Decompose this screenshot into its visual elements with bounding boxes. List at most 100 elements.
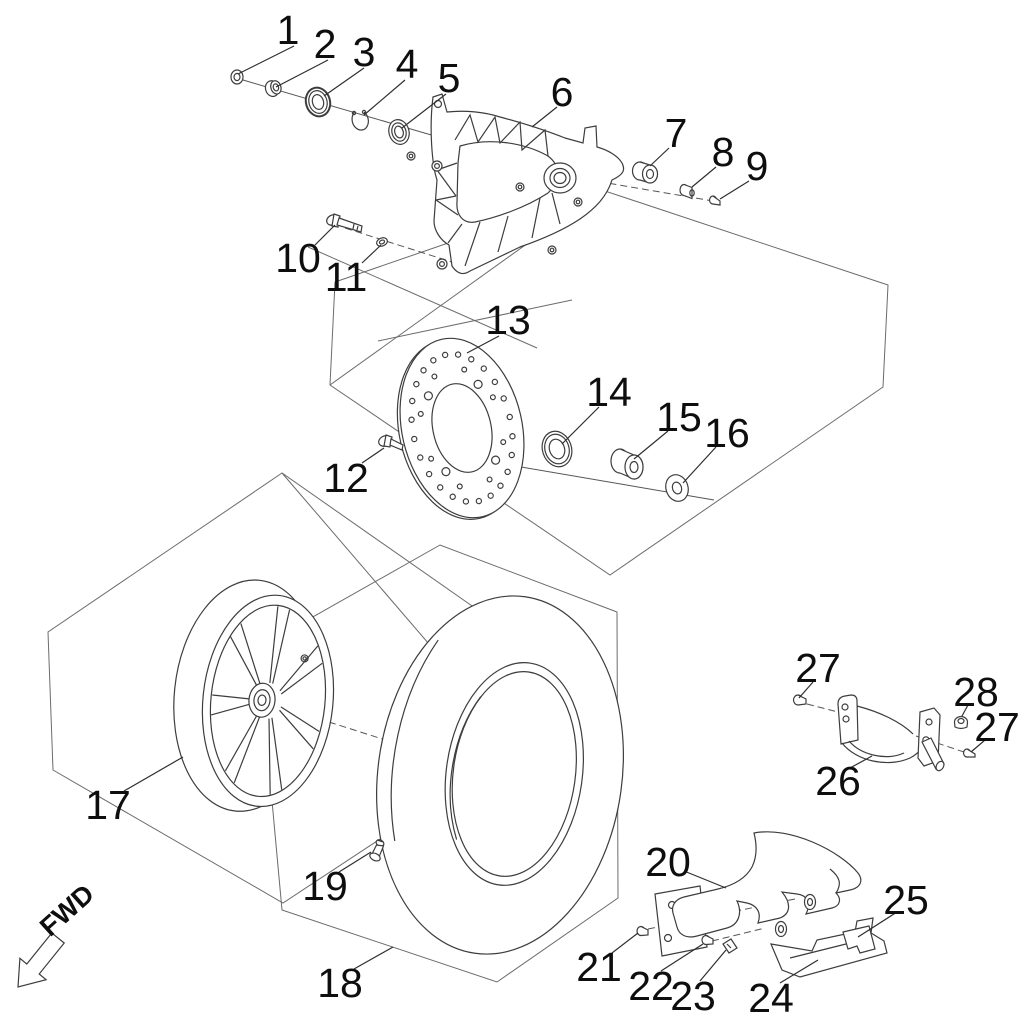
part-callout-17: 17 (85, 782, 131, 828)
bolt-part-21 (636, 925, 649, 937)
leader-line-3-2 (323, 67, 365, 97)
part-callout-13: 13 (485, 297, 531, 343)
leader-line-23-22 (699, 949, 727, 982)
fwd-indicator: FWD (17, 879, 100, 988)
part-callout-26: 26 (815, 758, 861, 804)
disc-bolt-part-12 (378, 434, 404, 451)
axle-small-parts (230, 69, 410, 145)
circlip-part-4 (351, 109, 369, 131)
leader-line-18-17 (353, 946, 394, 970)
part-callout-27: 27 (974, 704, 1020, 750)
fender-group (636, 831, 888, 978)
leader-line-7-6 (649, 147, 670, 167)
part-callout-16: 16 (704, 410, 750, 456)
part-callout-14: 14 (586, 369, 632, 415)
pivot-bolt-axis (344, 227, 456, 264)
part-callout-12: 12 (323, 455, 369, 501)
fwd-label: FWD (34, 879, 100, 942)
fender-bolt-axis-2 (711, 927, 766, 942)
bracket-bolt-axis-2 (915, 735, 965, 753)
nut-part-28 (953, 715, 969, 730)
part-callout-28: 28 (953, 669, 999, 715)
leader-line-6-5 (531, 106, 558, 128)
leader-line-5-4 (401, 93, 447, 129)
wheel-part-17 (173, 579, 335, 812)
fender-part-20 (671, 831, 862, 938)
swingarm-part-6 (406, 93, 625, 275)
disc-group-box (329, 189, 889, 576)
part-callout-11: 11 (325, 254, 368, 300)
leader-line-16-15 (682, 446, 717, 484)
leader-line-2-1 (275, 59, 329, 88)
leader-line-9-8 (719, 180, 750, 200)
part-callout-3: 3 (353, 29, 376, 75)
part-callout-1: 1 (277, 7, 300, 53)
leader-line-13-12 (466, 335, 500, 354)
leader-line-15-14 (633, 430, 669, 460)
part-callout-8: 8 (712, 129, 735, 175)
part-callout-10: 10 (275, 235, 321, 281)
leader-line-21-20 (611, 932, 639, 954)
washer-part-11 (376, 237, 388, 247)
seal-part-14 (541, 430, 573, 468)
leader-line-11-10 (361, 244, 382, 264)
part-callout-19: 19 (302, 863, 348, 909)
part-callout-6: 6 (551, 69, 574, 115)
bushing-part-7 (631, 161, 659, 184)
part-callout-27: 27 (795, 645, 841, 691)
leader-line-14-13 (561, 406, 600, 445)
fwd-arrow (17, 932, 66, 988)
part-callout-18: 18 (317, 960, 363, 1006)
bolt-part-27a (792, 694, 807, 706)
part-callout-24: 24 (748, 975, 794, 1021)
valve-stem-part-19 (369, 839, 385, 862)
pivot-bolt-part-10 (326, 213, 363, 233)
leader-line-1-0 (237, 45, 295, 75)
leader-line-24-23 (779, 959, 819, 984)
part-callout-15: 15 (656, 394, 702, 440)
leader-line-27-28 (970, 739, 986, 753)
bearing-part-3 (304, 86, 332, 118)
part-callout-7: 7 (665, 110, 688, 156)
bearing-part-5 (388, 119, 410, 145)
swingarm-plane-edge-1 (307, 246, 538, 349)
bracket-group (792, 694, 976, 772)
swingarm-plane-edge-2 (377, 299, 573, 342)
part-callout-5: 5 (438, 55, 461, 101)
leader-line-25-24 (857, 911, 898, 938)
leader-line-26-25 (849, 755, 873, 769)
leader-line-20-19 (683, 870, 727, 889)
collar-part-2 (264, 80, 282, 98)
leader-line-8-7 (691, 166, 717, 188)
leader-line-17-16 (123, 756, 184, 792)
part-callout-25: 25 (883, 877, 929, 923)
bolt-part-22 (701, 934, 714, 946)
tire-part-18 (376, 595, 624, 955)
washer-part-16 (665, 474, 689, 502)
leader-line-4-3 (363, 79, 406, 116)
part-callout-21: 21 (576, 944, 622, 990)
leader-line-19-18 (338, 851, 372, 873)
leader-line-27-26 (798, 681, 814, 699)
brake-disc-part-13 (396, 337, 525, 520)
bracket-bolt-axis-1 (806, 703, 839, 713)
leader-line-22-21 (660, 943, 704, 972)
leader-line-10-9 (314, 224, 336, 246)
spacer-part-8 (679, 183, 695, 200)
part-callout-2: 2 (314, 21, 337, 67)
part-callout-22: 22 (628, 963, 674, 1009)
spacer-part-15 (610, 448, 644, 480)
part-callout-20: 20 (645, 839, 691, 885)
leader-line-28-27 (961, 704, 969, 717)
part-callout-23: 23 (670, 973, 716, 1019)
clip-part-23 (722, 938, 738, 954)
reflector-part-25 (842, 925, 876, 954)
part-callout-9: 9 (746, 143, 769, 189)
bolt-part-9 (708, 195, 721, 206)
part-callout-4: 4 (396, 41, 419, 87)
bracket-part-26 (837, 694, 945, 772)
wheel-spokes (211, 606, 323, 795)
